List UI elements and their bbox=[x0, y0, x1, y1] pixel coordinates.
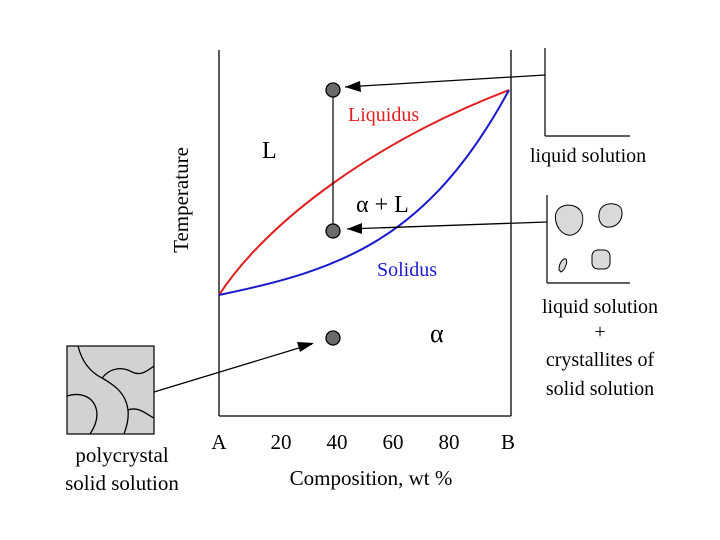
y-axis-label: Temperature bbox=[169, 147, 193, 253]
arrowhead-icon bbox=[345, 81, 361, 92]
x-axis-label: Composition, wt % bbox=[290, 466, 453, 490]
liquid-solution-inset: liquid solution bbox=[530, 48, 646, 167]
two-phase-pointer-arrow bbox=[347, 222, 547, 229]
liquidus-label: Liquidus bbox=[348, 104, 419, 126]
arrowhead-icon bbox=[347, 223, 362, 234]
two-phase-caption-line: liquid solution bbox=[542, 296, 658, 318]
endpoint-b-label: B bbox=[501, 430, 515, 454]
polycrystal-caption-line: polycrystal bbox=[75, 443, 168, 467]
two-phase-region-label: α + L bbox=[356, 192, 409, 218]
solid-pointer-arrow bbox=[154, 344, 312, 392]
solidus-label: Solidus bbox=[377, 259, 437, 281]
liquid-pointer-arrow bbox=[345, 75, 545, 87]
crystallite-icon bbox=[559, 259, 567, 272]
liquid-region-label: L bbox=[262, 138, 277, 164]
polycrystal-caption-line: solid solution bbox=[65, 471, 179, 495]
arrowhead-icon bbox=[297, 342, 314, 352]
liquid-state-point bbox=[326, 83, 340, 97]
two-phase-caption-line: + bbox=[594, 321, 605, 343]
two-phase-state-point bbox=[326, 224, 340, 238]
crystallite-icon bbox=[592, 250, 610, 269]
x-tick-label: 60 bbox=[383, 430, 404, 454]
solid-region-label: α bbox=[430, 319, 444, 348]
polycrystal-inset: polycrystal solid solution bbox=[65, 346, 179, 495]
crystallite-icon bbox=[555, 205, 582, 235]
two-phase-inset: liquid solution + crystallites of solid … bbox=[542, 195, 658, 400]
polycrystal-grain-image bbox=[67, 346, 154, 434]
endpoint-a-label: A bbox=[211, 430, 227, 454]
crystallite-icon bbox=[599, 204, 622, 227]
x-tick-label: 80 bbox=[439, 430, 460, 454]
x-tick-label: 40 bbox=[327, 430, 348, 454]
liquid-solution-caption: liquid solution bbox=[530, 145, 646, 167]
x-tick-label: 20 bbox=[271, 430, 292, 454]
solid-state-point bbox=[326, 331, 340, 345]
two-phase-caption-line: solid solution bbox=[546, 378, 654, 400]
two-phase-caption-line: crystallites of bbox=[546, 349, 655, 371]
